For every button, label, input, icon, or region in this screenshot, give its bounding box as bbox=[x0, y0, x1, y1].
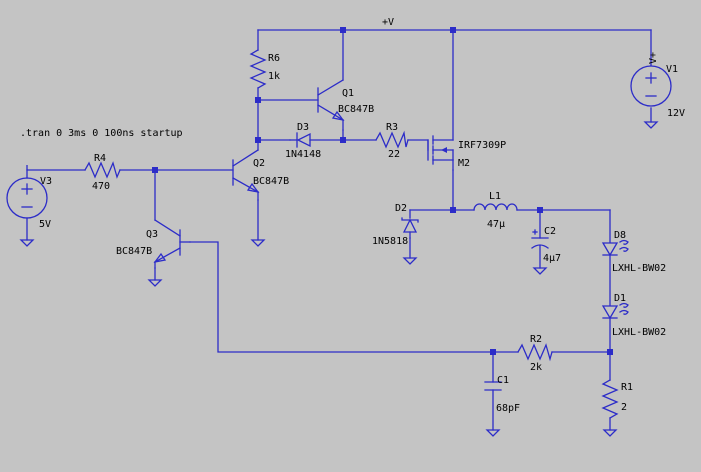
junction-dot bbox=[450, 207, 456, 213]
q1-name: Q1 bbox=[342, 88, 354, 99]
led-d8[interactable] bbox=[601, 239, 629, 257]
resistor-r2[interactable] bbox=[517, 343, 553, 362]
junction-dot bbox=[340, 27, 346, 33]
r1-name: R1 bbox=[621, 382, 633, 393]
led-d1[interactable] bbox=[601, 302, 629, 320]
junction-dot bbox=[255, 137, 261, 143]
ground-symbol bbox=[532, 267, 548, 275]
d2-name: D2 bbox=[395, 203, 407, 214]
ground-symbol bbox=[643, 121, 659, 129]
r1-value: 2 bbox=[621, 402, 627, 413]
capacitor-c1[interactable] bbox=[484, 381, 502, 391]
d3-model: 1N4148 bbox=[285, 149, 321, 160]
net-label-vplus: +V bbox=[382, 17, 394, 28]
d3-name: D3 bbox=[297, 122, 309, 133]
junction-dot bbox=[537, 207, 543, 213]
q2-model: BC847B bbox=[253, 176, 289, 187]
d1-name: D1 bbox=[614, 293, 626, 304]
resistor-r1[interactable] bbox=[601, 379, 619, 419]
capacitor-c2[interactable] bbox=[531, 229, 549, 249]
r4-value: 470 bbox=[92, 181, 110, 192]
l1-name: L1 bbox=[489, 191, 501, 202]
r6-name: R6 bbox=[268, 53, 280, 64]
junctions bbox=[152, 27, 613, 355]
c1-name: C1 bbox=[497, 375, 509, 386]
q3-name: Q3 bbox=[146, 229, 158, 240]
junction-dot bbox=[340, 137, 346, 143]
v3-name: V3 bbox=[40, 176, 52, 187]
transistor-q2[interactable] bbox=[232, 149, 260, 201]
ground-symbol bbox=[402, 257, 418, 265]
r6-value: 1k bbox=[268, 71, 280, 82]
m2-name: M2 bbox=[458, 158, 470, 169]
source-v1[interactable] bbox=[630, 65, 672, 107]
resistor-r3[interactable] bbox=[375, 130, 409, 149]
junction-dot bbox=[450, 27, 456, 33]
d1-model: LXHL-BW02 bbox=[612, 327, 666, 338]
v1-name: V1 bbox=[666, 64, 678, 75]
v1-value: 12V bbox=[667, 108, 685, 119]
source-v3[interactable] bbox=[6, 177, 48, 219]
diode-d3[interactable] bbox=[289, 132, 311, 148]
wires bbox=[26, 29, 652, 431]
d8-name: D8 bbox=[614, 230, 626, 241]
c2-value: 4µ7 bbox=[543, 253, 561, 264]
q2-name: Q2 bbox=[253, 158, 265, 169]
ground-symbol bbox=[147, 279, 163, 287]
r3-value: 22 bbox=[388, 149, 400, 160]
r2-value: 2k bbox=[530, 362, 542, 373]
transistor-q1[interactable] bbox=[317, 79, 345, 131]
r3-name: R3 bbox=[386, 122, 398, 133]
r4-name: R4 bbox=[94, 153, 106, 164]
ground-symbol bbox=[602, 429, 618, 437]
resistor-r6[interactable] bbox=[249, 49, 267, 89]
c2-name: C2 bbox=[544, 226, 556, 237]
diode-d2[interactable] bbox=[401, 217, 419, 239]
resistor-r4[interactable] bbox=[84, 161, 121, 179]
inductor-l1[interactable] bbox=[473, 203, 518, 211]
q3-model: BC847B bbox=[116, 246, 152, 257]
junction-dot bbox=[152, 167, 158, 173]
d8-model: LXHL-BW02 bbox=[612, 263, 666, 274]
l1-value: 47µ bbox=[487, 219, 505, 230]
junction-dot bbox=[607, 349, 613, 355]
ground-symbol bbox=[250, 239, 266, 247]
q1-model: BC847B bbox=[338, 104, 374, 115]
ground-symbol bbox=[485, 429, 501, 437]
v1-plus-label: V+ bbox=[648, 52, 659, 64]
junction-dot bbox=[490, 349, 496, 355]
r2-name: R2 bbox=[530, 334, 542, 345]
m2-model: IRF7309P bbox=[458, 140, 506, 151]
grounds bbox=[19, 121, 659, 437]
c1-value: 68pF bbox=[496, 403, 520, 414]
ground-symbol bbox=[19, 239, 35, 247]
spice-directive[interactable]: .tran 0 3ms 0 100ns startup bbox=[20, 128, 183, 139]
transistor-q3[interactable] bbox=[153, 219, 191, 269]
junction-dot bbox=[255, 97, 261, 103]
d2-model: 1N5818 bbox=[372, 236, 408, 247]
v3-value: 5V bbox=[39, 219, 51, 230]
mosfet-m2[interactable] bbox=[427, 135, 454, 171]
